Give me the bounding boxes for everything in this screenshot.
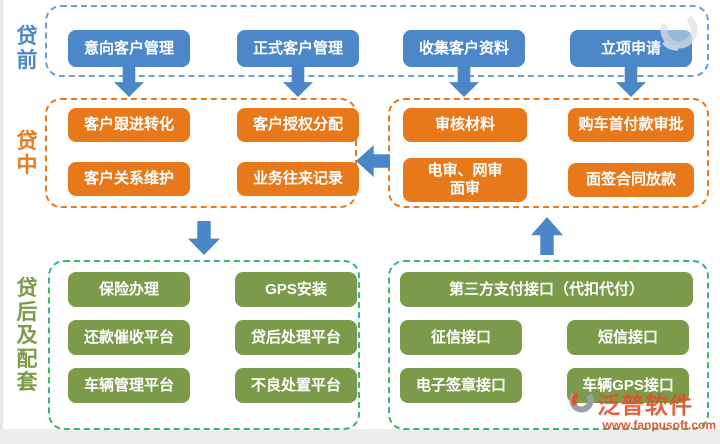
node-business-transaction-records: 业务往来记录 [237, 162, 359, 196]
node-customer-followup-conversion: 客户跟进转化 [68, 108, 190, 142]
node-post-loan-processing-platform: 贷后处理平台 [235, 320, 357, 355]
node-customer-relationship-maintenance: 客户关系维护 [68, 162, 190, 196]
node-vehicle-gps-interface: 车辆GPS接口 [567, 368, 689, 403]
mid-loan-right-container [388, 98, 709, 208]
mid-loan-left-container [45, 98, 357, 208]
node-repayment-collection-platform: 还款催收平台 [68, 320, 190, 355]
post-loan-right-container [388, 260, 709, 430]
watermark-url: www.fanpusoft.com [602, 418, 716, 432]
ghost-logo-icon [646, 6, 704, 63]
node-customer-authorization-assignment: 客户授权分配 [237, 108, 359, 142]
bottom-edge-strip [0, 429, 720, 444]
section-label-post-loan: 贷后及配套 [16, 277, 38, 395]
node-bad-asset-disposal-platform: 不良处置平台 [235, 368, 357, 403]
pre-loan-container [45, 5, 709, 77]
watermark-brand: 泛普软件 [597, 392, 693, 418]
watermark: 泛普软件 www.fanpusoft.com [568, 386, 716, 432]
node-phone-online-interview-review: 电审、网审 面审 [403, 158, 527, 202]
node-sms-interface: 短信接口 [567, 320, 689, 355]
node-gps-installation: GPS安装 [235, 272, 357, 307]
node-review-materials: 审核材料 [403, 108, 527, 142]
flow-arrow-up-post-icon [531, 217, 563, 255]
section-label-mid-loan: 贷中 [16, 130, 38, 177]
node-intent-customer-mgmt: 意向客户管理 [68, 30, 190, 67]
flow-arrow-down-post-icon [188, 221, 220, 255]
node-contract-signing-disbursement: 面签合同放款 [568, 163, 694, 197]
node-collect-customer-info: 收集客户资料 [403, 30, 525, 67]
node-down-payment-approval: 购车首付款审批 [568, 108, 694, 142]
flow-arrow-left-icon [356, 145, 390, 177]
node-credit-check-interface: 征信接口 [400, 320, 522, 355]
left-edge-strip [0, 0, 3, 444]
node-vehicle-management-platform: 车辆管理平台 [68, 368, 190, 403]
post-loan-left-container [48, 260, 360, 430]
node-formal-customer-mgmt: 正式客户管理 [237, 30, 359, 67]
node-third-party-payment-interface: 第三方支付接口（代扣代付） [400, 272, 693, 307]
node-insurance-handling: 保险办理 [68, 272, 190, 307]
node-e-signature-interface: 电子签章接口 [400, 368, 522, 403]
fanpu-logo-icon [568, 387, 595, 419]
section-label-pre-loan: 贷前 [16, 25, 38, 72]
